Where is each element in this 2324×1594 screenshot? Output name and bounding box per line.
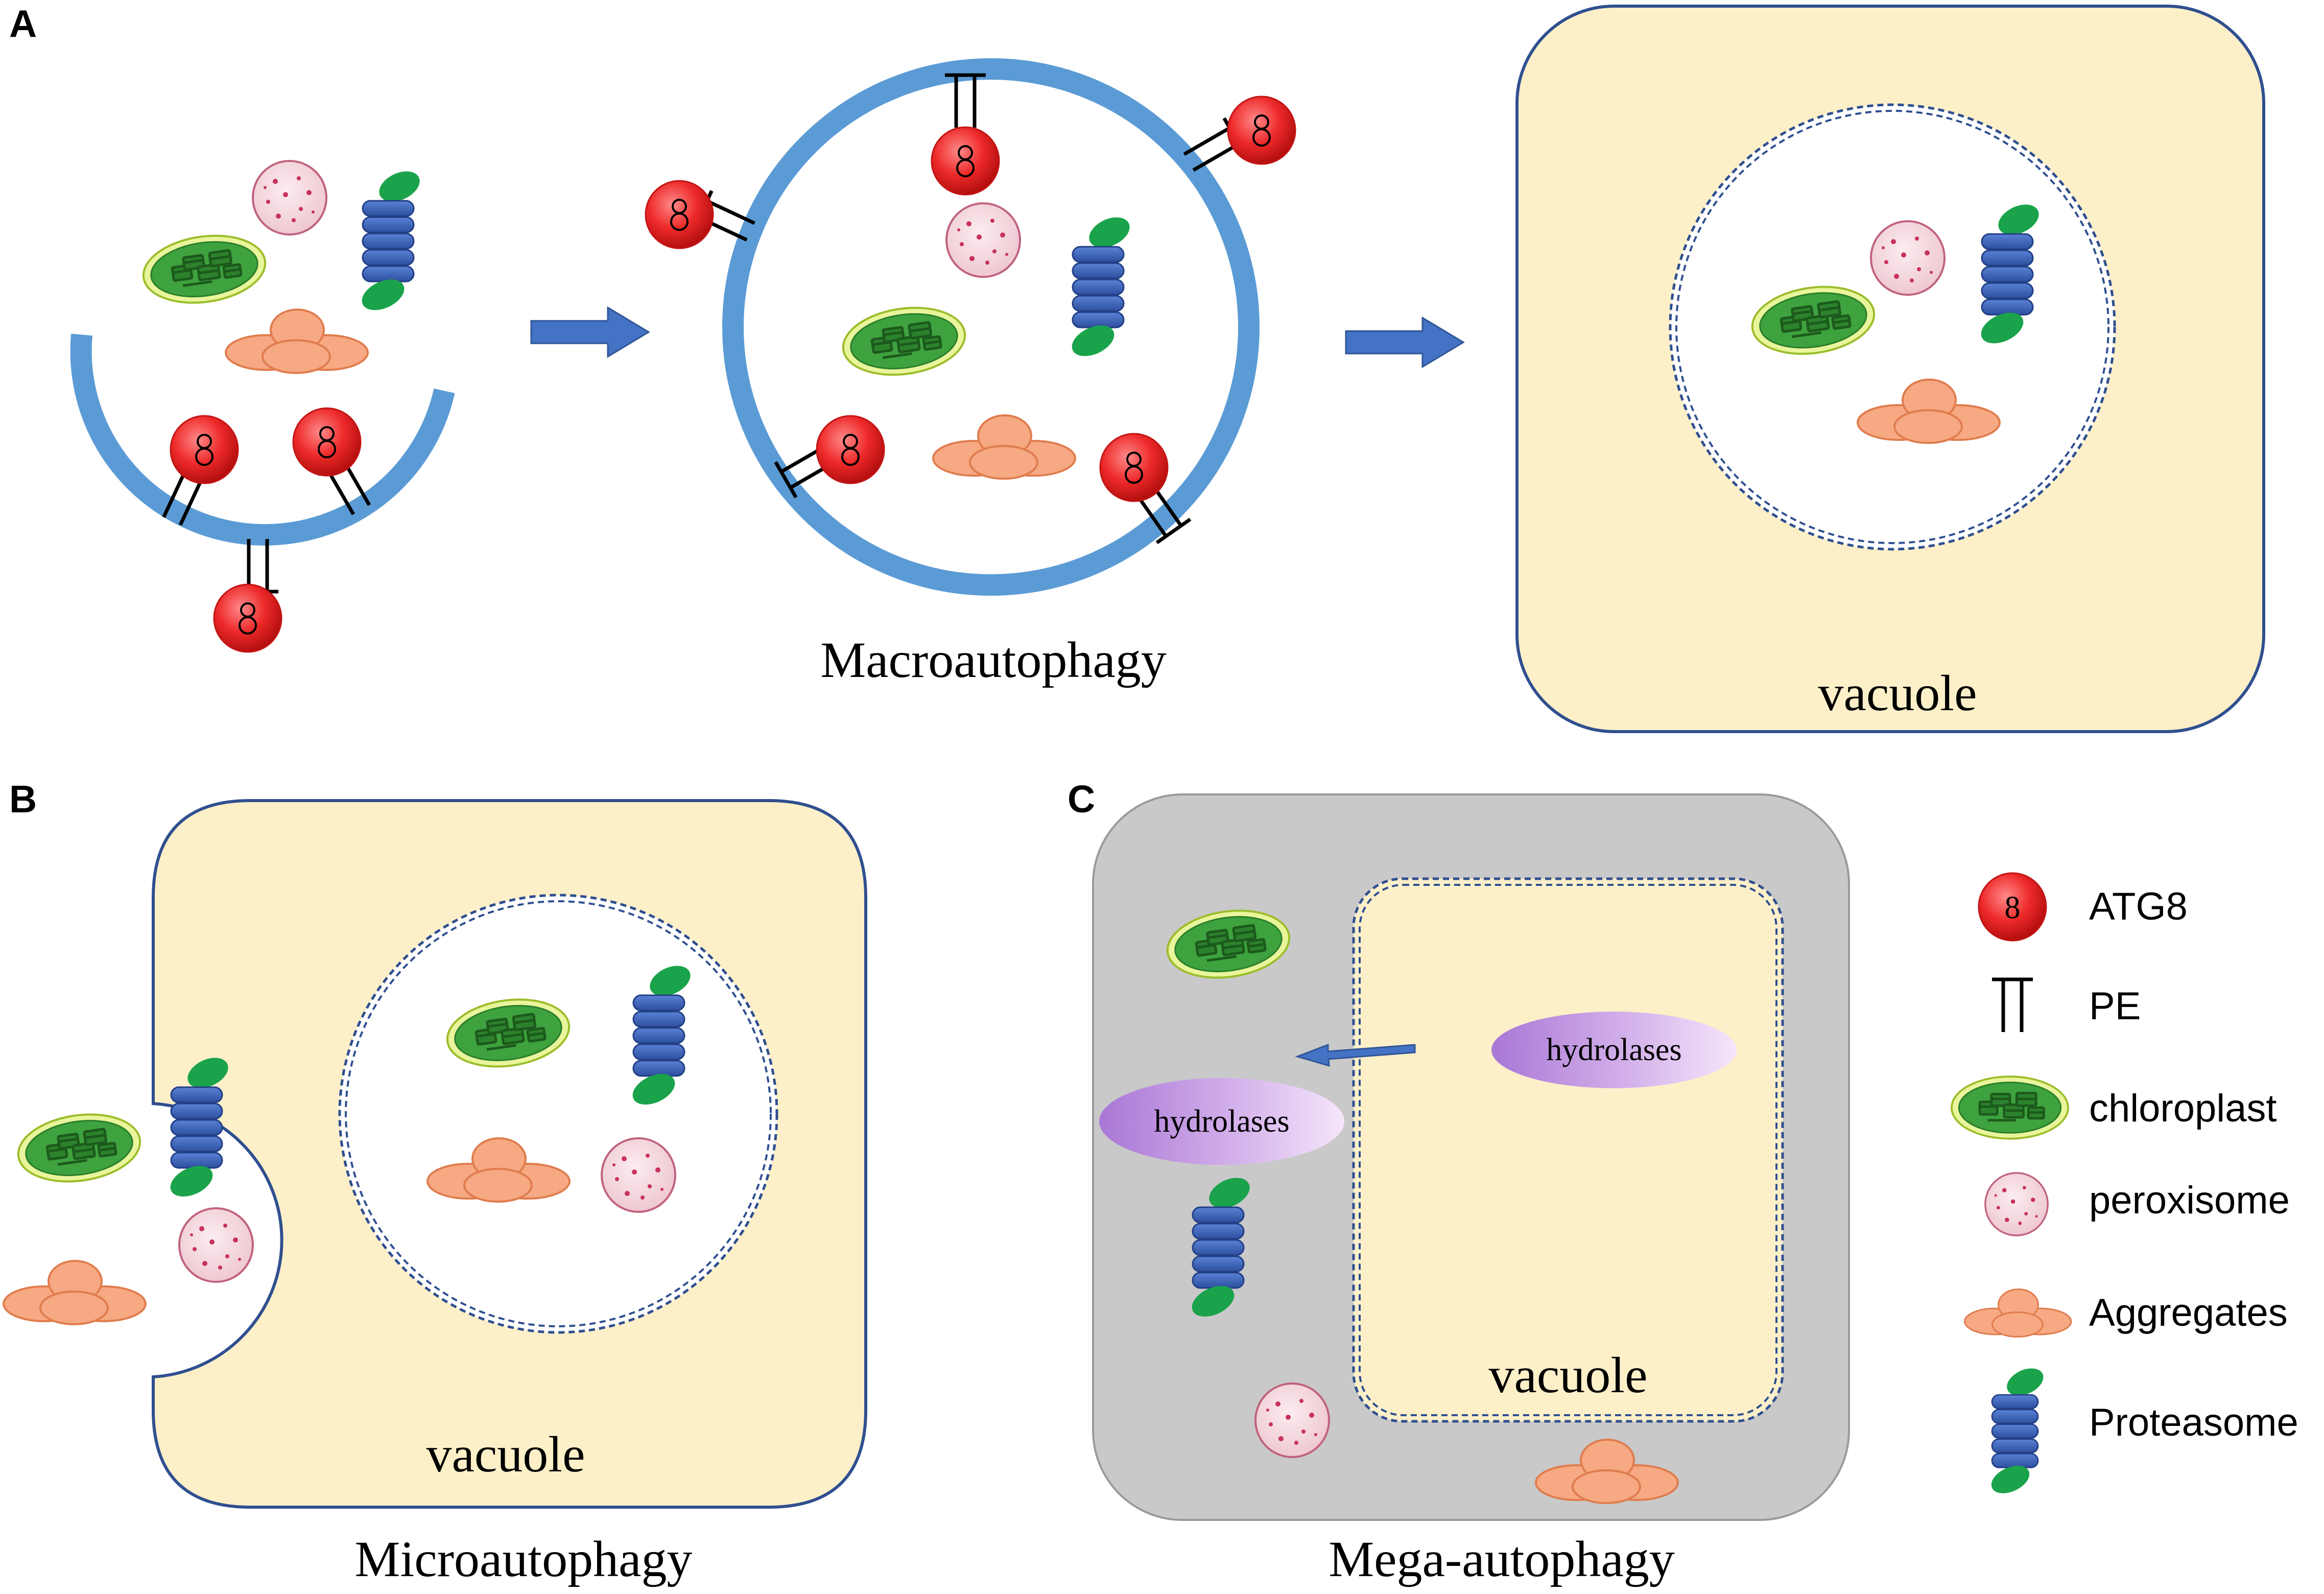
- panel-c-letter: C: [1068, 778, 1095, 821]
- legend-peroxisome-icon: [1984, 1172, 2049, 1236]
- hydrolases-outside: hydrolases: [1099, 1078, 1344, 1165]
- legend-proteasome-icon: [1986, 1362, 2049, 1500]
- release-arrow: [1295, 1043, 1416, 1067]
- panel-a-letter: A: [9, 2, 37, 45]
- atg8-icon: [292, 407, 362, 477]
- atg8-icon: [816, 415, 885, 484]
- legend: 8 ATG8 PE chloroplast peroxisome Aggrega…: [1952, 872, 2298, 1500]
- legend-label-peroxisome: peroxisome: [2089, 1179, 2290, 1222]
- panel-b-letter: B: [9, 778, 37, 821]
- phagophore: [70, 334, 455, 546]
- atg8-icon: [170, 415, 239, 484]
- proteasome-icon: [356, 165, 425, 317]
- peroxisome-icon: [178, 1207, 254, 1283]
- chloroplast-icon: [14, 1107, 144, 1189]
- hydrolases-outside-label: hydrolases: [1154, 1104, 1289, 1139]
- vacuole-label-b: vacuole: [426, 1426, 585, 1483]
- mega-autophagy-caption: Mega-autophagy: [1329, 1531, 1675, 1587]
- atg8-icon: [931, 126, 1000, 196]
- atg8-icon: [1099, 433, 1169, 502]
- peroxisome-icon: [252, 160, 327, 236]
- chloroplast-icon: [139, 228, 269, 310]
- atg8-icon: [645, 180, 714, 249]
- macroautophagy-caption: Macroautophagy: [820, 631, 1167, 688]
- legend-label-pe: PE: [2089, 984, 2141, 1028]
- cell-panel-c: [1092, 793, 1850, 1521]
- peroxisome-icon: [945, 202, 1021, 278]
- legend-chloroplast-icon: [1952, 1076, 2068, 1139]
- legend-label-atg8: ATG8: [2089, 885, 2188, 928]
- aggregates-icon: [3, 1260, 147, 1325]
- pe-glyph: [238, 539, 278, 592]
- legend-atg8-icon: 8: [1978, 872, 2047, 942]
- atg8-icon: [1227, 96, 1296, 165]
- peroxisome-icon: [601, 1137, 676, 1213]
- legend-label-aggregates: Aggregates: [2089, 1291, 2288, 1334]
- hydrolases-inside-label: hydrolases: [1546, 1033, 1681, 1067]
- legend-label-proteasome: Proteasome: [2089, 1401, 2298, 1444]
- atg8-glyph: 8: [2005, 890, 2021, 925]
- legend-label-chloroplast: chloroplast: [2089, 1087, 2277, 1130]
- atg8-icon: [213, 583, 282, 653]
- microautophagy-caption: Microautophagy: [355, 1531, 693, 1587]
- legend-pe-icon: [1992, 979, 2033, 1032]
- progress-arrow: [1345, 317, 1464, 368]
- legend-aggregates-icon: [1964, 1288, 2072, 1338]
- vacuole-label-c: vacuole: [1489, 1347, 1648, 1403]
- aggregates-icon: [225, 309, 369, 374]
- vacuole-panel-a: [1515, 5, 2265, 733]
- vacuole-label-a: vacuole: [1818, 665, 1977, 721]
- hydrolases-inside: hydrolases: [1491, 1012, 1737, 1088]
- peroxisome-icon: [1870, 220, 1946, 296]
- peroxisome-icon: [1254, 1382, 1330, 1458]
- progress-arrow: [530, 307, 650, 358]
